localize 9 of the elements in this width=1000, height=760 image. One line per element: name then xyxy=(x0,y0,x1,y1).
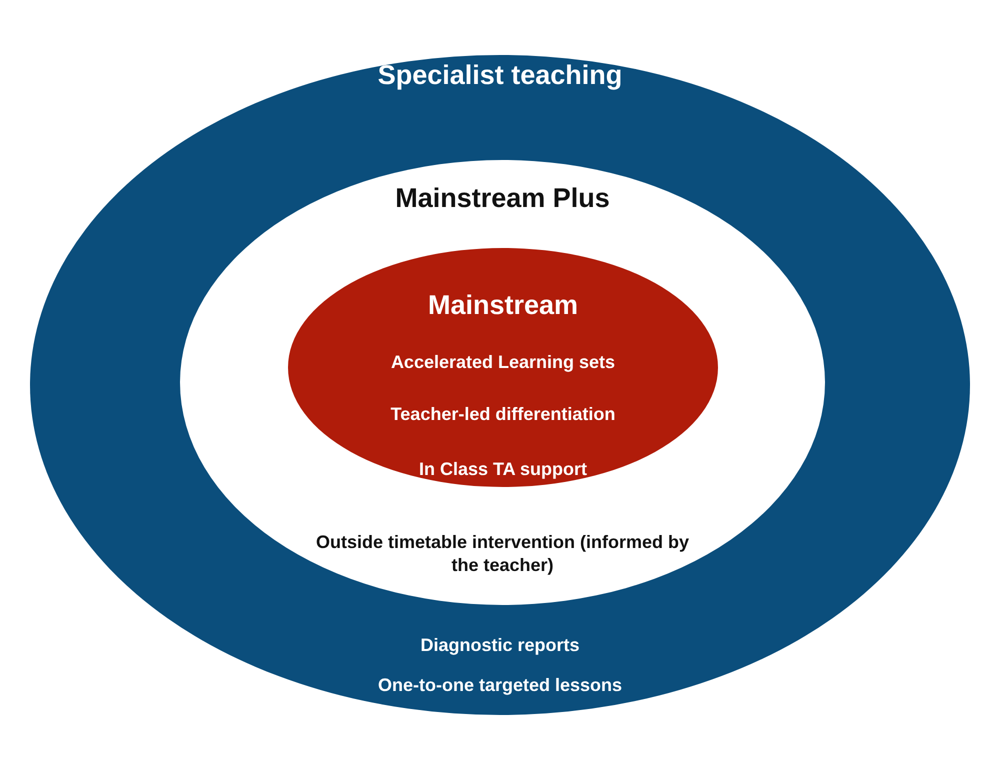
ring-heading: Mainstream Plus xyxy=(394,182,611,214)
ring-heading: Specialist teaching xyxy=(376,58,624,92)
list-item: Accelerated Learning sets xyxy=(390,350,616,374)
list-item: Diagnostic reports xyxy=(419,634,581,656)
list-item: Teacher-led differentiation xyxy=(390,402,616,426)
list-item: Outside timetable intervention (informed by the teacher) xyxy=(314,531,690,577)
list-item: One-to-one targeted lessons xyxy=(376,674,624,696)
list-item: In Class TA support xyxy=(418,458,588,480)
ring-heading: Mainstream xyxy=(426,288,580,322)
